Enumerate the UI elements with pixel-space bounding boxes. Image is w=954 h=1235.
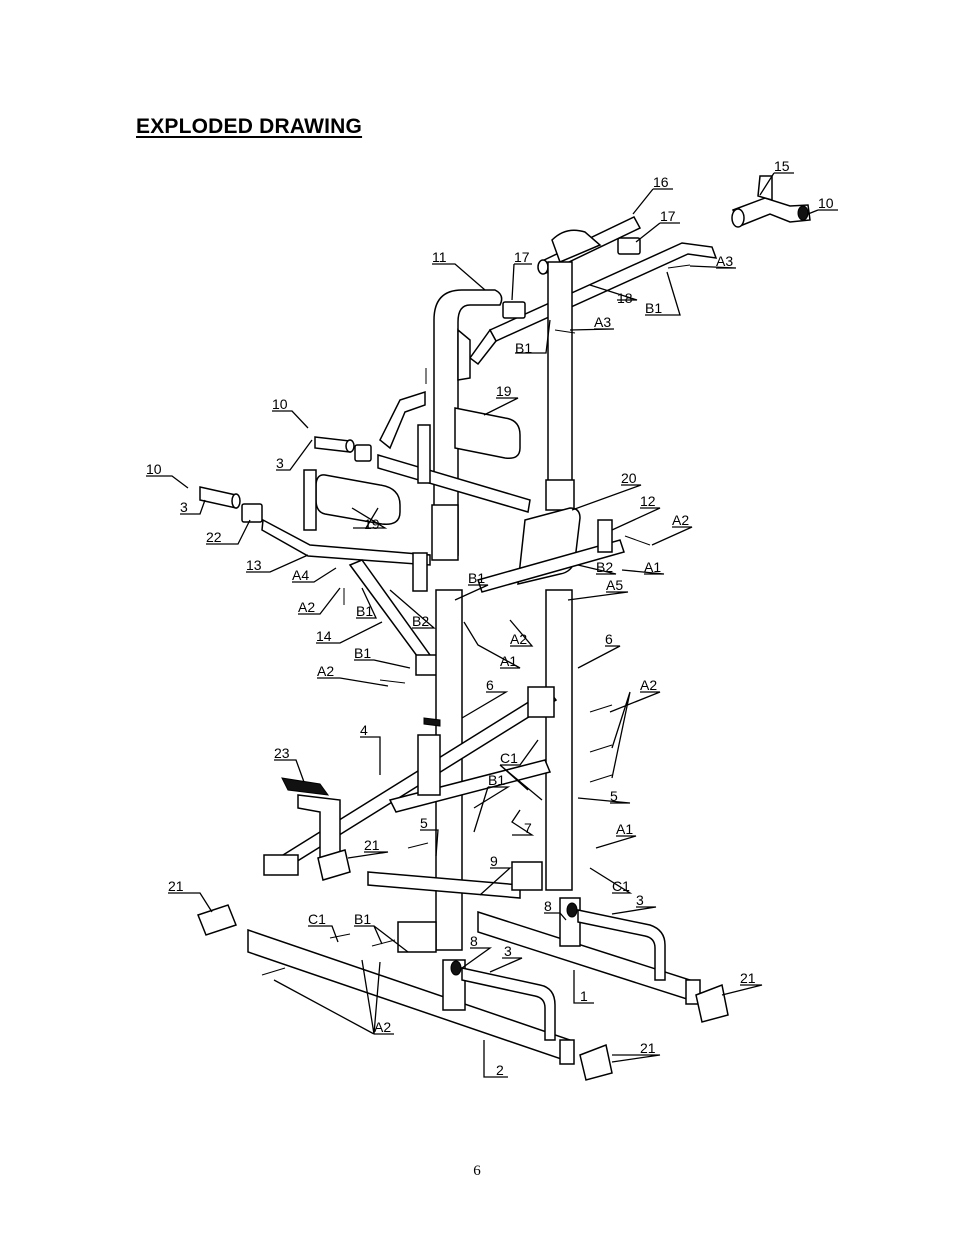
callout-label: A2 <box>298 599 315 615</box>
callout-label: A1 <box>644 559 661 575</box>
part-endcaps-21 <box>197 849 729 1081</box>
part-top-bar-16 <box>537 216 642 275</box>
callout-label: 10 <box>272 396 288 412</box>
callout-label: 6 <box>486 677 494 693</box>
callout-label: 21 <box>640 1040 656 1056</box>
callout-label: A1 <box>616 821 633 837</box>
callout-label: 19 <box>364 516 380 532</box>
page-number: 6 <box>473 1163 481 1179</box>
parts-artwork <box>197 175 811 1081</box>
callout-label: 21 <box>168 878 184 894</box>
callout-label: 3 <box>636 892 644 908</box>
callout-label: B1 <box>515 340 532 356</box>
part-bar-18 <box>468 242 718 366</box>
callout-label: A2 <box>317 663 334 679</box>
callout-label: A4 <box>292 567 309 583</box>
callout-label: 11 <box>432 249 447 265</box>
callout-label: 14 <box>316 628 332 644</box>
callout-label: 21 <box>364 837 380 853</box>
callout-label: A2 <box>374 1019 391 1035</box>
callout-label: 2 <box>496 1062 504 1078</box>
callout-label: 15 <box>774 158 790 174</box>
callout-label: C1 <box>612 878 630 894</box>
callout-label: 3 <box>504 943 512 959</box>
callout-label: B1 <box>354 911 371 927</box>
part-pad-19 <box>315 407 521 525</box>
callout-label: B1 <box>356 603 373 619</box>
callout-label: 13 <box>246 557 262 573</box>
callout-label: A1 <box>500 653 517 669</box>
callout-label: C1 <box>308 911 326 927</box>
callout-label: B1 <box>645 300 662 316</box>
callout-label: B2 <box>596 559 613 575</box>
callout-label: 22 <box>206 529 222 545</box>
part-bracket-9 <box>367 861 543 953</box>
callout-label: 10 <box>818 195 834 211</box>
callout-label: 12 <box>640 493 656 509</box>
callout-label: 20 <box>621 470 637 486</box>
callout-label: 7 <box>524 820 532 836</box>
callout-label: 18 <box>617 290 633 306</box>
part-handle-15 <box>731 175 811 228</box>
callout-label: 16 <box>653 174 669 190</box>
part-base-1-2 <box>247 897 701 1065</box>
callout-label: B1 <box>354 645 371 661</box>
part-lower-grips-3 <box>450 902 666 1041</box>
callout-label: C1 <box>500 750 518 766</box>
callout-label: 4 <box>360 722 368 738</box>
callout-label: A2 <box>510 631 527 647</box>
callout-label: 23 <box>274 745 290 761</box>
part-grips-3 <box>199 436 372 523</box>
callout-label: 8 <box>544 898 552 914</box>
callout-label: 19 <box>496 383 512 399</box>
callout-label: 3 <box>180 499 188 515</box>
callout-label: 9 <box>490 853 498 869</box>
callout-label: 1 <box>580 988 588 1004</box>
callout-label: A2 <box>640 677 657 693</box>
callout-label: A2 <box>672 512 689 528</box>
callout-label: 6 <box>605 631 613 647</box>
callout-label: 5 <box>420 815 428 831</box>
callout-label: B2 <box>412 613 429 629</box>
part-footplate-23 <box>281 717 441 796</box>
hardware-bolts <box>261 264 691 976</box>
callout-label: 5 <box>610 788 618 804</box>
callout-label: A5 <box>606 577 623 593</box>
callout-label: 17 <box>660 208 676 224</box>
callout-label: A3 <box>594 314 611 330</box>
callout-label: B1 <box>488 772 505 788</box>
callout-label: 3 <box>276 455 284 471</box>
callout-label: 10 <box>146 461 162 477</box>
leader-lines <box>146 172 838 1078</box>
callout-label: 17 <box>514 249 530 265</box>
callout-label: 8 <box>470 933 478 949</box>
callout-label: 21 <box>740 970 756 986</box>
callout-label: B1 <box>468 570 485 586</box>
callout-labels: 15 16 10 17 11 17 A3 18 B1 A3 B1 19 10 3… <box>146 158 834 1078</box>
part-bars-4-7 <box>263 686 558 876</box>
page-title: EXPLODED DRAWING <box>136 115 363 138</box>
callout-label: A3 <box>716 253 733 269</box>
